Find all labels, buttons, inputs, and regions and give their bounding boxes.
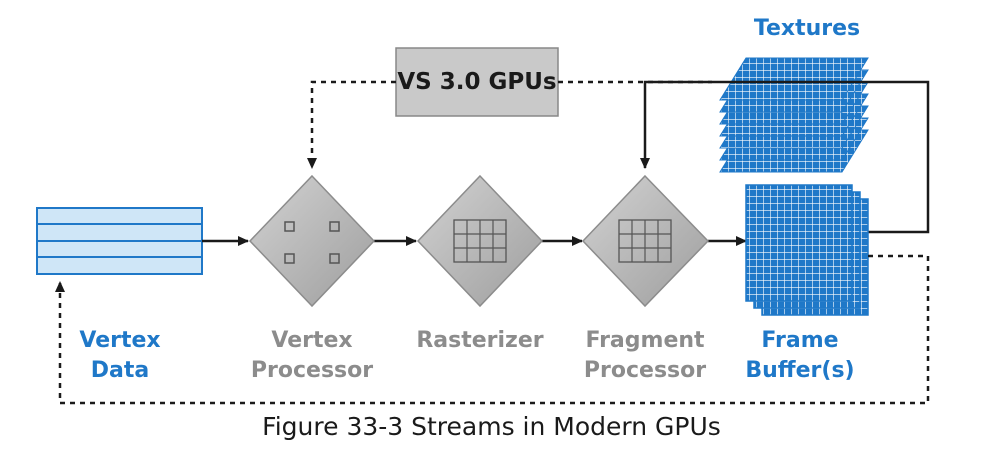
rasterizer-icon [416, 174, 544, 308]
textures-stack-icon [719, 57, 869, 173]
figure-caption: Figure 33-3 Streams in Modern GPUs [262, 412, 721, 441]
frame-buffer-label-line2: Buffer(s) [745, 358, 855, 383]
framebuffer-to-fragment-line [640, 80, 930, 234]
frame-buffer-label: Frame Buffer(s) [735, 326, 865, 386]
rasterizer-label-line1: Rasterizer [416, 328, 544, 353]
framebuffer-to-vertex-data-dashed-line [55, 254, 930, 405]
vertex-processor-label-line1: Vertex [271, 328, 353, 353]
frame-buffer-label-line1: Frame [761, 328, 839, 353]
vs-dashed-left-line [307, 80, 396, 169]
vertex-data-label-line1: Vertex [79, 328, 161, 353]
textures-label: Textures [753, 16, 861, 41]
fragment-processor-label: Fragment Processor [575, 326, 715, 386]
vertex-data-icon [36, 207, 203, 275]
vertex-processor-label-line2: Processor [250, 358, 374, 383]
vertex-processor-label: Vertex Processor [242, 326, 382, 386]
vs-gpus-label: VS 3.0 GPUs [397, 69, 557, 95]
fragment-processor-label-line1: Fragment [585, 328, 705, 353]
vertex-data-label: Vertex Data [70, 326, 170, 386]
fragment-processor-icon [581, 174, 710, 308]
fragment-processor-label-line2: Processor [583, 358, 707, 383]
vs-gpus-box [395, 47, 559, 117]
rasterizer-label: Rasterizer [410, 326, 550, 356]
vertex-processor-icon [248, 174, 376, 308]
frame-buffer-icon [745, 184, 869, 316]
vertex-data-label-line2: Data [90, 358, 150, 383]
